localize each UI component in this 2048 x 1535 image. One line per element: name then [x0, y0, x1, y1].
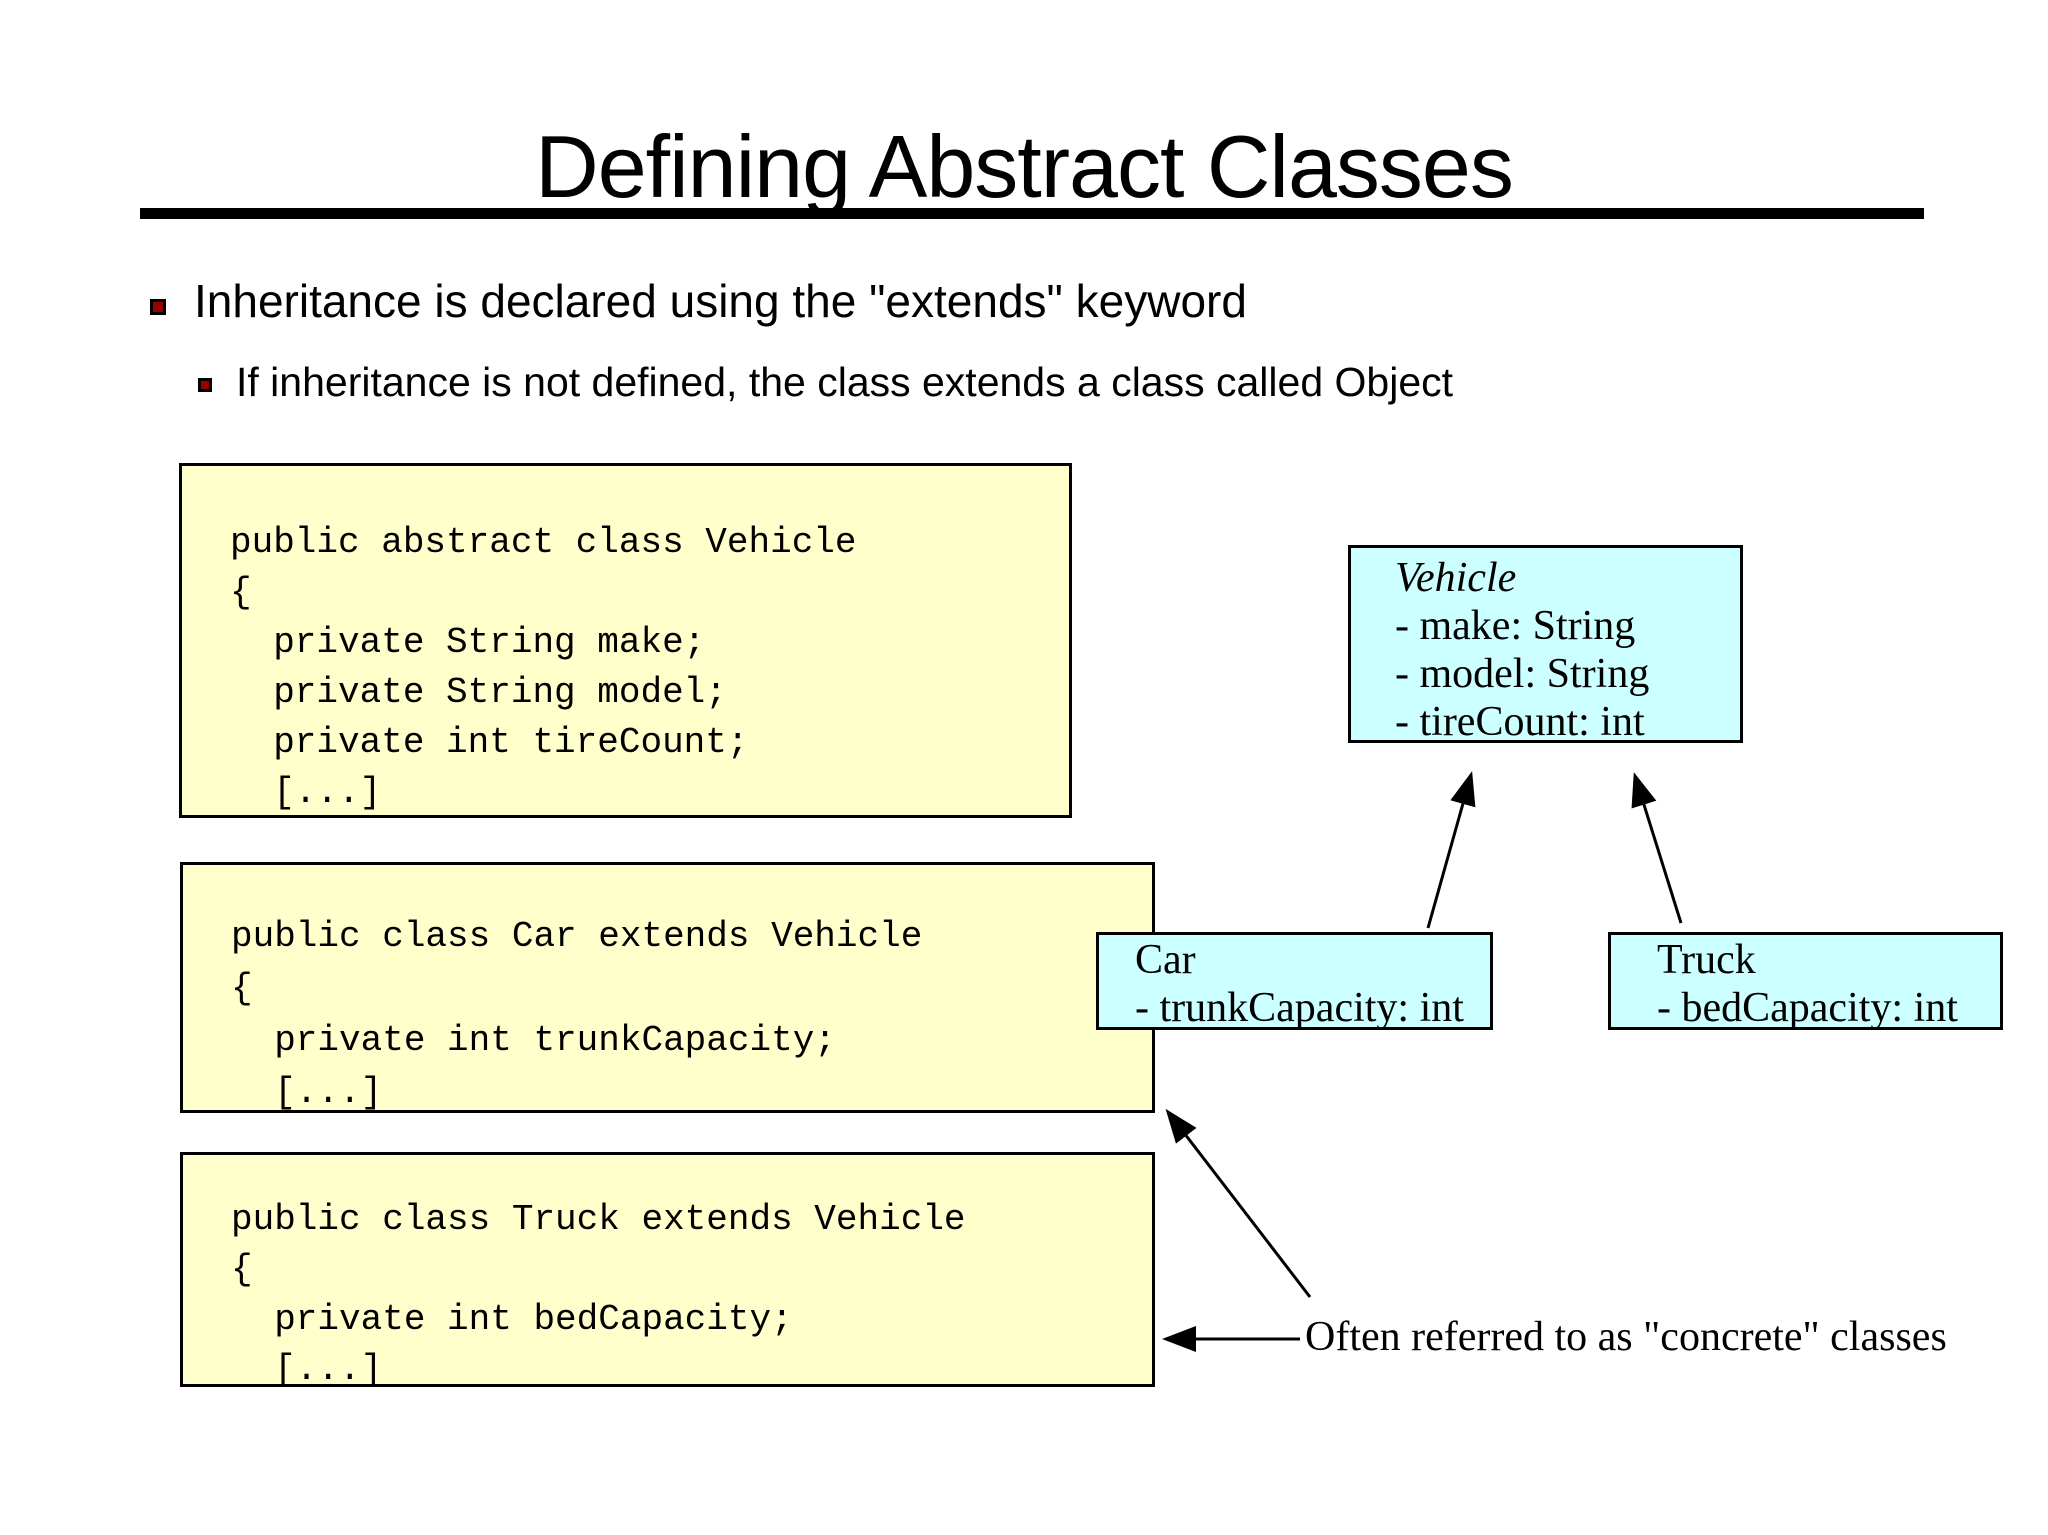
uml-class-name: Truck [1657, 937, 1756, 983]
uml-class-name: Car [1135, 937, 1196, 983]
title-divider [140, 208, 1924, 219]
code-line: private int trunkCapacity; [231, 1020, 836, 1061]
uml-attribute: - tireCount: int [1395, 699, 1645, 745]
code-line: public class Car extends Vehicle [231, 916, 923, 957]
uml-class-name: Vehicle [1395, 555, 1517, 601]
bullet-item-object-default: If inheritance is not defined, the class… [198, 356, 1453, 408]
code-line: public abstract class Vehicle [230, 522, 857, 563]
code-line: { [231, 1249, 253, 1290]
code-box-vehicle: public abstract class Vehicle { private … [179, 463, 1072, 818]
page-title: Defining Abstract Classes [535, 117, 1514, 216]
uml-class-vehicle: Vehicle - make: String - model: String -… [1348, 545, 1743, 745]
inheritance-arrow-car-to-vehicle-icon [1426, 771, 1476, 929]
annotation-arrow-to-car-code-icon [1165, 1108, 1312, 1298]
uml-attribute: - model: String [1395, 651, 1650, 697]
uml-class-car: Car - trunkCapacity: int [1096, 932, 1493, 1031]
uml-attribute: - trunkCapacity: int [1135, 985, 1464, 1031]
bullet-text: If inheritance is not defined, the class… [236, 359, 1454, 405]
bullet-text: Inheritance is declared using the "exten… [194, 275, 1247, 327]
code-line: [...] [231, 1349, 383, 1390]
code-box-truck: public class Truck extends Vehicle { pri… [180, 1152, 1155, 1390]
uml-attribute: - bedCapacity: int [1657, 985, 1958, 1031]
code-line: [...] [230, 772, 382, 813]
uml-attribute: - make: String [1395, 603, 1636, 649]
square-bullet-icon [150, 299, 166, 315]
code-line: [...] [231, 1072, 383, 1113]
uml-class-truck: Truck - bedCapacity: int [1608, 932, 2003, 1031]
code-line: private int tireCount; [230, 722, 749, 763]
code-line: private int bedCapacity; [231, 1299, 793, 1340]
code-line: public class Truck extends Vehicle [231, 1199, 966, 1240]
square-bullet-icon [198, 378, 212, 392]
code-line: private String make; [230, 622, 706, 663]
code-line: { [230, 572, 252, 613]
code-line: private String model; [230, 672, 727, 713]
code-line: { [231, 968, 253, 1009]
concrete-classes-annotation: Often referred to as "concrete" classes [1305, 1314, 1947, 1360]
bullet-item-extends-keyword: Inheritance is declared using the "exten… [150, 272, 1247, 330]
inheritance-arrow-truck-to-vehicle-icon [1631, 772, 1683, 924]
code-box-car: public class Car extends Vehicle { priva… [180, 862, 1155, 1113]
